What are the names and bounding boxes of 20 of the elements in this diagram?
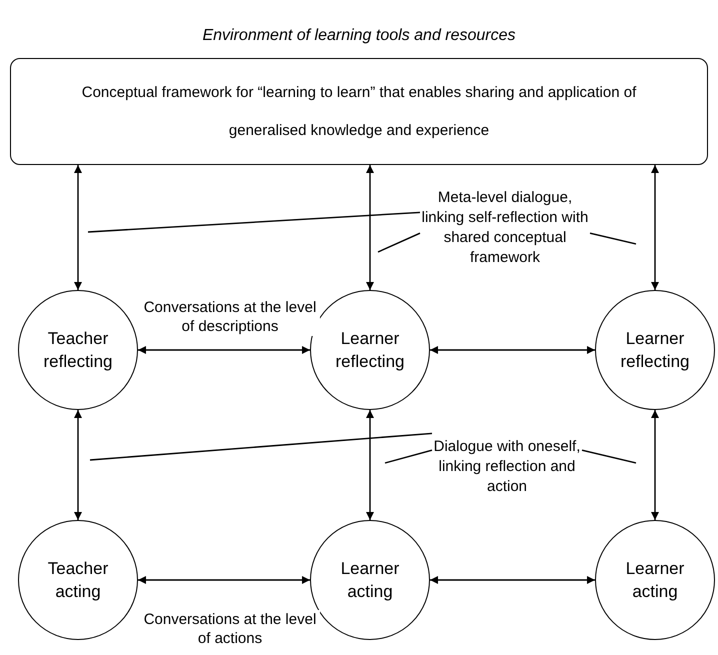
leader-line (582, 450, 636, 464)
leader-line (384, 450, 432, 464)
double-arrow (366, 410, 374, 520)
double-arrow (430, 576, 595, 584)
double-arrow (366, 165, 374, 290)
framework-box: Conceptual framework for “learning to learn” that enables sharing and application of generalised knowledge and experience (10, 58, 708, 165)
annotation-text: Dialogue with oneself, linking reflection and action (432, 425, 582, 509)
double-arrow (651, 165, 659, 290)
leader-line (88, 212, 420, 233)
annotation-text: Meta-level dialogue, linking self-reflection with shared conceptual framework (420, 176, 590, 280)
leader-line (378, 232, 420, 253)
leader-line (590, 232, 636, 245)
diagram-title: Environment of learning tools and resources (201, 26, 517, 46)
double-arrow (430, 346, 595, 354)
double-arrow (74, 165, 82, 290)
double-arrow (138, 576, 310, 584)
double-arrow (74, 410, 82, 520)
double-arrow (138, 346, 310, 354)
double-arrow (651, 410, 659, 520)
leader-line (90, 432, 432, 461)
